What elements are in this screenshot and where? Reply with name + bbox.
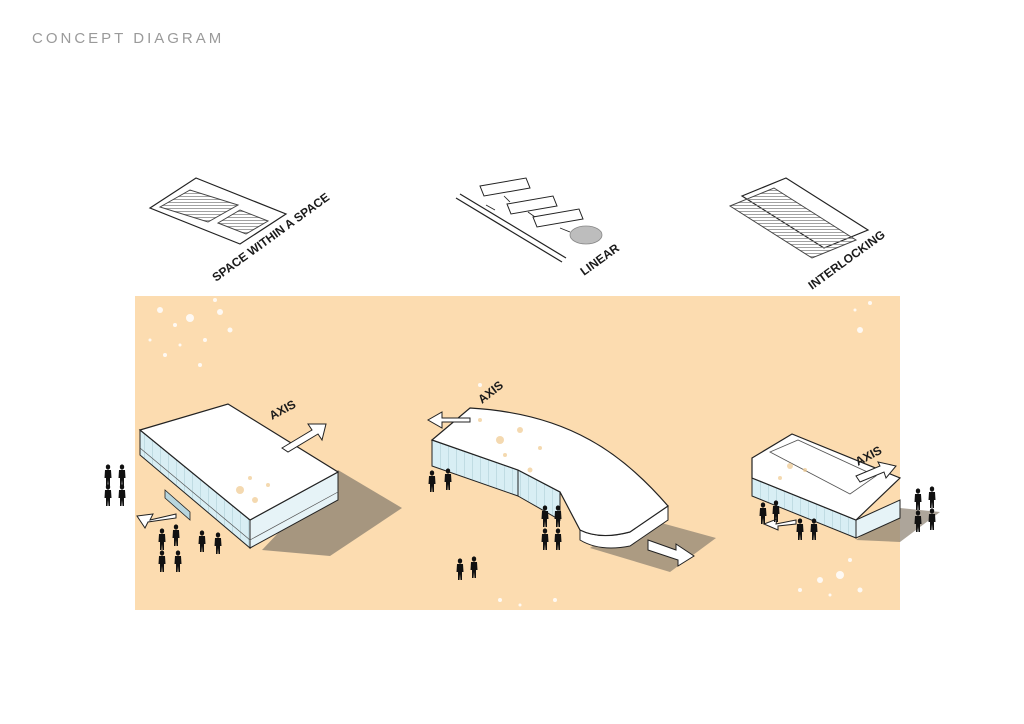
- splatter-texture: [148, 298, 872, 607]
- concept-space-within-space: SPACE WITHIN A SPACE: [148, 177, 332, 284]
- building-interlocking-side: [855, 499, 901, 539]
- linear-path-line-a: [455, 197, 563, 263]
- concept-label-linear: LINEAR: [578, 241, 623, 279]
- building-interlocking: AXIS: [751, 433, 940, 542]
- interlocking-plate-front: [728, 187, 858, 259]
- concept-linear: LINEAR: [455, 177, 623, 279]
- inner-space-hatch-a: [158, 189, 240, 223]
- linear-box-2: [506, 195, 558, 215]
- linear-box-3: [532, 208, 584, 228]
- building-linear: AXIS: [426, 378, 716, 572]
- building-interlocking-inner-roof: [769, 439, 877, 495]
- axis-arrow-linear-up: [426, 411, 471, 429]
- building-interlocking-roof: [751, 433, 902, 521]
- axis-arrow-interlocking-up: [855, 461, 897, 483]
- linear-box-1: [479, 177, 531, 197]
- concept-interlocking: INTERLOCKING: [728, 177, 888, 292]
- axis-arrow-box-down: [136, 513, 177, 529]
- axis-arrow-box-up: [281, 423, 327, 453]
- axis-arrow-interlocking-down: [762, 518, 797, 531]
- building-box-shadow: [262, 470, 402, 556]
- building-box: AXIS: [136, 397, 402, 556]
- building-linear-roof: [430, 407, 669, 537]
- linear-path-line-b: [459, 193, 567, 259]
- page-title: CONCEPT DIAGRAM: [32, 30, 225, 47]
- building-box-entrance: [164, 489, 191, 521]
- axis-arrow-linear-down: [647, 539, 695, 567]
- building-box-roof: [138, 403, 340, 521]
- linear-circle: [569, 225, 603, 245]
- inner-space-hatch-b: [216, 209, 270, 235]
